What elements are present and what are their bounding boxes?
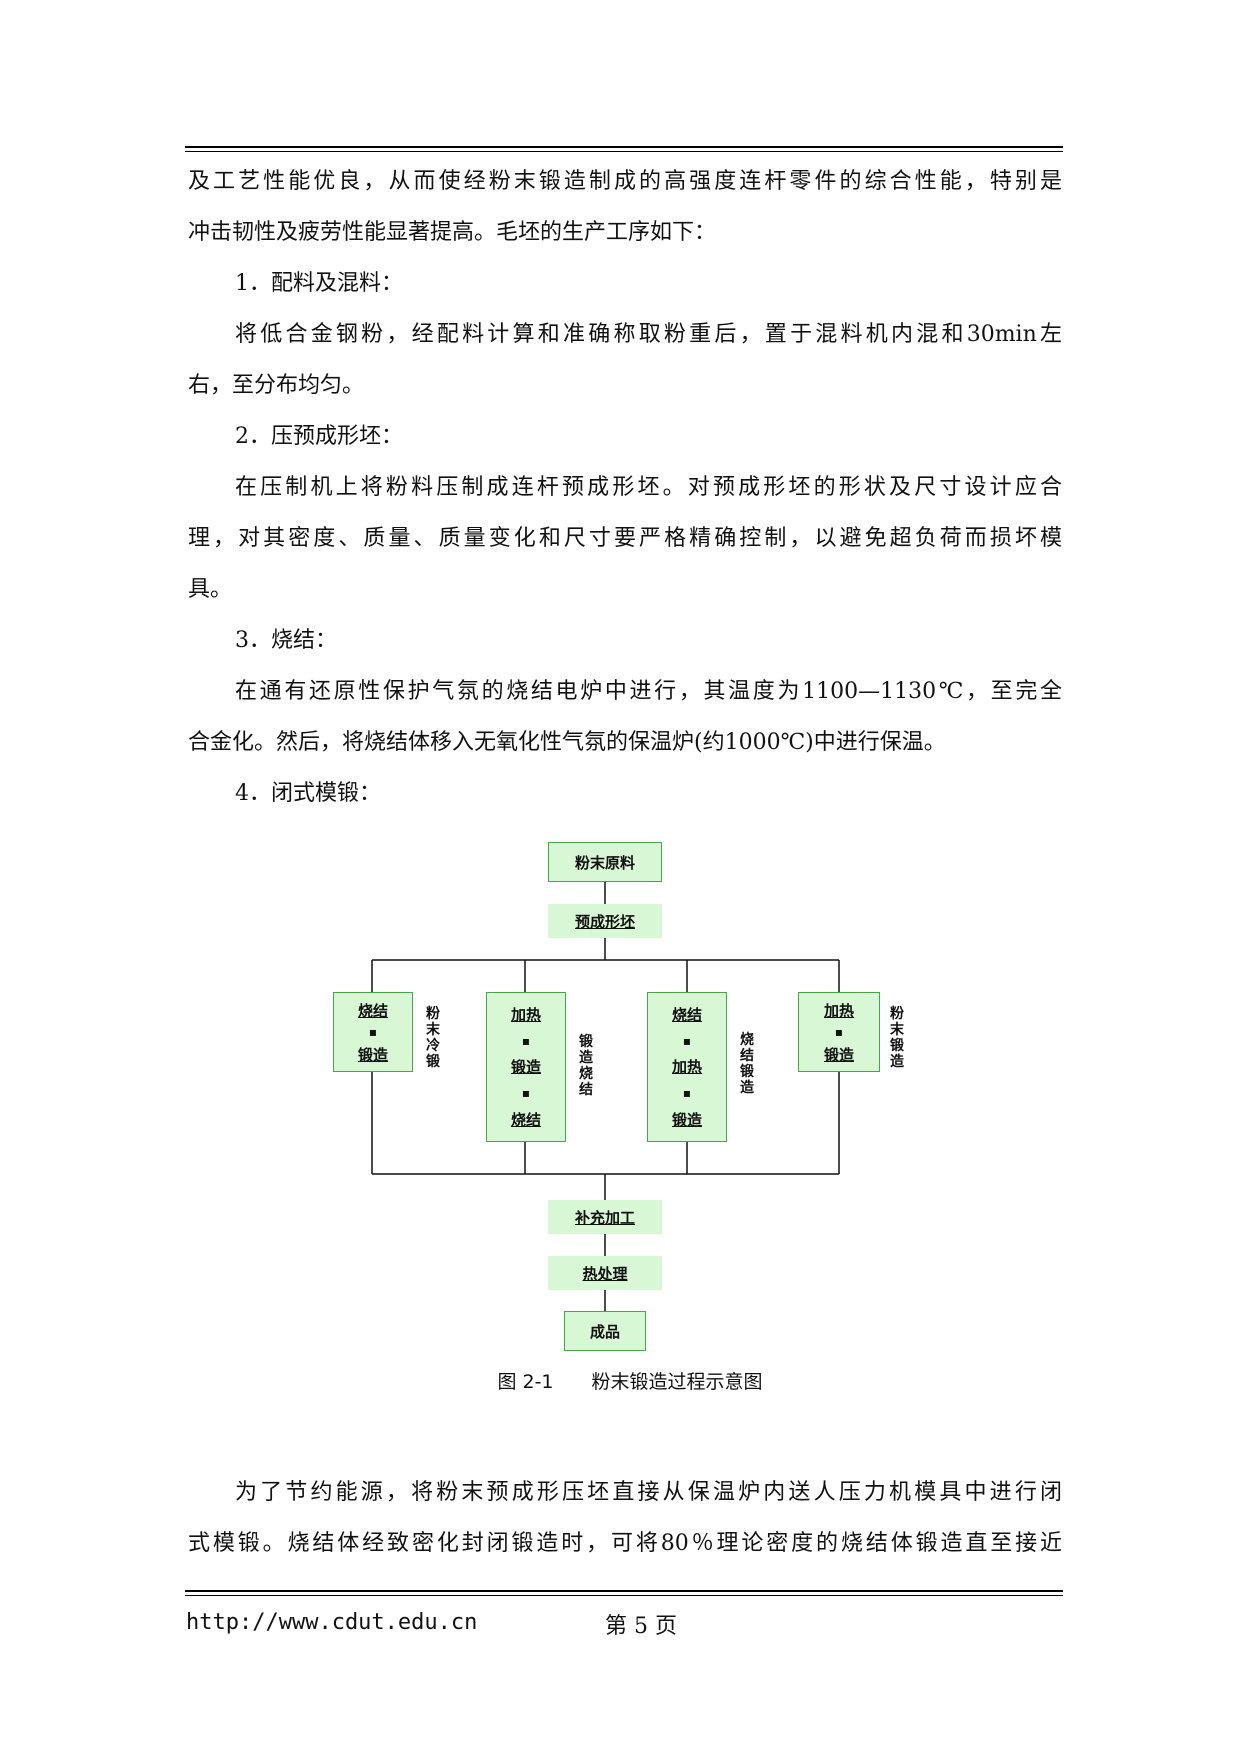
branch-1-label: 粉末冷锻	[426, 1006, 440, 1070]
step-heading: 4．闭式模锻：	[235, 781, 381, 806]
body-text-continued: 为了节约能源，将粉末预成形压坯直接从保温炉内送人压力机模具中进行闭 式模锻。烧结…	[188, 1467, 1062, 1569]
body-text: 及工艺性能优良，从而使经粉末锻造制成的高强度连杆零件的综合性能，特别是 冲击韧性…	[188, 156, 1062, 819]
box-raw-powder: 粉末原料	[548, 842, 662, 882]
branch-step: 烧结	[671, 1005, 702, 1024]
branch-step: 烧结	[357, 1001, 388, 1020]
step-separator: ▪	[682, 1086, 692, 1101]
box-machining: 补充加工	[548, 1200, 662, 1234]
paragraph-line: 式模锻。烧结体经致密化封闭锻造时，可将80％理论密度的烧结体锻造直至接近	[188, 1531, 1062, 1556]
branch-4-box: 加热 ▪ 锻造	[798, 992, 880, 1072]
paragraph-line: 将低合金钢粉，经配料计算和准确称取粉重后，置于混料机内混和30min左	[235, 322, 1062, 347]
branch-2-box: 加热 ▪ 锻造 ▪ 烧结	[486, 992, 566, 1142]
step-heading: 2．压预成形坯：	[235, 424, 403, 449]
branch-step: 烧结	[510, 1111, 541, 1130]
step-separator: ▪	[682, 1033, 692, 1048]
footer-url[interactable]: http://www.cdut.edu.cn	[186, 1610, 478, 1635]
page-number: 第 5 页	[605, 1614, 677, 1639]
box-heat-treatment: 热处理	[548, 1256, 662, 1290]
branch-1-box: 烧结 ▪ 锻造	[333, 992, 413, 1072]
diagram-connectors	[371, 880, 840, 1313]
paragraph-line: 及工艺性能优良，从而使经粉末锻造制成的高强度连杆零件的综合性能，特别是	[188, 169, 1062, 194]
paragraph-line: 合金化。然后，将烧结体移入无氧化性气氛的保温炉(约1000℃)中进行保温。	[188, 730, 946, 755]
figure-caption: 图 2-1 粉末锻造过程示意图	[497, 1371, 763, 1393]
branch-step: 锻造	[510, 1058, 541, 1077]
footer-rule	[185, 1590, 1063, 1592]
step-separator: ▪	[834, 1025, 844, 1039]
paragraph-line: 为了节约能源，将粉末预成形压坯直接从保温炉内送人压力机模具中进行闭	[235, 1480, 1062, 1505]
paragraph-line: 冲击韧性及疲劳性能显著提高。毛坯的生产工序如下：	[188, 220, 717, 245]
step-separator: ▪	[368, 1025, 378, 1039]
header-rule	[185, 146, 1063, 148]
box-preform: 预成形坯	[548, 904, 662, 938]
branch-step: 锻造	[671, 1111, 702, 1130]
header-rule-thin	[185, 151, 1063, 152]
paragraph-line: 具。	[188, 577, 233, 602]
box-finished-product: 成品	[564, 1311, 646, 1351]
branch-4-label: 粉末锻造	[890, 1006, 904, 1070]
branch-step: 锻造	[823, 1045, 854, 1064]
footer-rule-thin	[185, 1595, 1063, 1596]
step-separator: ▪	[521, 1086, 531, 1101]
step-heading: 1．配料及混料：	[235, 271, 403, 296]
paragraph-line: 在通有还原性保护气氛的烧结电炉中进行，其温度为1100—1130℃，至完全	[235, 679, 1062, 704]
branch-3-box: 烧结 ▪ 加热 ▪ 锻造	[647, 992, 727, 1142]
branch-step: 加热	[671, 1058, 702, 1077]
paragraph-line: 在压制机上将粉料压制成连杆预成形坯。对预成形坯的形状及尺寸设计应合	[235, 475, 1062, 500]
branch-3-label: 烧结锻造	[740, 1032, 754, 1096]
process-diagram: 粉末原料 预成形坯 烧结 ▪ 锻造 粉末冷锻 加热 ▪ 锻造 ▪ 烧结 锻造烧结…	[320, 830, 940, 1393]
branch-step: 锻造	[357, 1045, 388, 1064]
step-heading: 3．烧结：	[235, 628, 337, 653]
paragraph-line: 理，对其密度、质量、质量变化和尺寸要严格精确控制，以避免超负荷而损坏模	[188, 526, 1062, 551]
branch-step: 加热	[510, 1005, 541, 1024]
paragraph-line: 右，至分布均匀。	[188, 373, 365, 398]
branch-2-label: 锻造烧结	[579, 1034, 593, 1098]
step-separator: ▪	[521, 1033, 531, 1048]
branch-step: 加热	[823, 1001, 854, 1020]
